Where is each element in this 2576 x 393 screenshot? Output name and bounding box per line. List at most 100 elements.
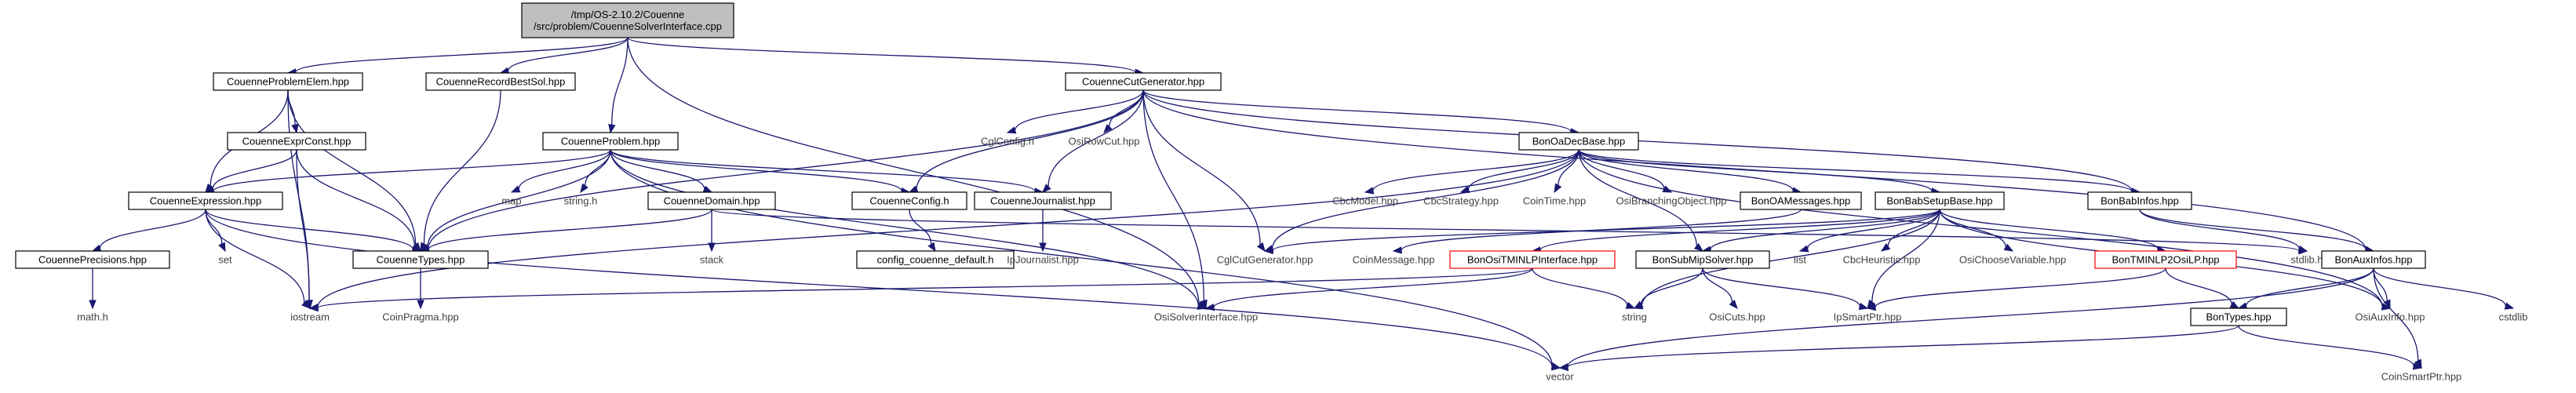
- node-cutgen[interactable]: CouenneCutGenerator.hpp: [1065, 72, 1222, 91]
- node-label-set: set: [218, 254, 232, 266]
- node-domain[interactable]: CouenneDomain.hpp: [647, 191, 776, 210]
- node-label-osibranching: OsiBranchingObject.hpp: [1616, 195, 1727, 207]
- node-exprconst[interactable]: CouenneExprConst.hpp: [227, 132, 366, 151]
- node-precisions[interactable]: CouennePrecisions.hpp: [15, 250, 170, 269]
- edge-expression-to-iostream: [205, 209, 311, 309]
- node-label-cointime: CoinTime.hpp: [1523, 195, 1586, 207]
- edge-cutgen-to-cglconfig: [1006, 89, 1144, 134]
- node-problem[interactable]: CouenneProblem.hpp: [542, 132, 679, 151]
- node-label-osirowcut: OsiRowCut.hpp: [1068, 136, 1139, 147]
- node-box-auxinfos: [2321, 250, 2426, 269]
- edge-submip-to-ipsmartptr: [1702, 267, 1869, 311]
- node-label-cbcmodel: CbcModel.hpp: [1332, 195, 1398, 207]
- node-osirowcut: OsiRowCut.hpp: [1068, 136, 1139, 147]
- edge-root-to-problem: [608, 37, 629, 134]
- node-submip[interactable]: BonSubMipSolver.hpp: [1635, 250, 1770, 269]
- node-label-root-2: /src/problem/CouenneSolverInterface.cpp: [534, 20, 722, 32]
- edge-auxinfos-to-coinsmartptr: [2373, 267, 2422, 369]
- node-box-babinfo: [2087, 191, 2192, 210]
- edge-cutgen-to-journalist: [1042, 89, 1144, 193]
- node-label-auxinfos: BonAuxInfos.hpp: [2334, 254, 2412, 266]
- edge-cutgen-to-oadecbase: [1142, 89, 1580, 136]
- node-box-root: [521, 2, 734, 38]
- edge-oadecbase-to-cbcmodel: [1364, 149, 1579, 195]
- node-oadecbase[interactable]: BonOaDecBase.hpp: [1518, 132, 1639, 151]
- node-osicuts: OsiCuts.hpp: [1709, 311, 1765, 323]
- edge-oadecbase-to-submip: [1578, 149, 1704, 252]
- edge-types-to-coinpragma: [417, 268, 424, 310]
- edge-problem-to-expression: [204, 149, 611, 195]
- edge-exprconst-to-types: [296, 149, 422, 252]
- edge-root-to-probelem: [286, 37, 629, 76]
- node-label-journalist: CouenneJournalist.hpp: [990, 195, 1095, 207]
- node-expression[interactable]: CouenneExpression.hpp: [128, 191, 283, 210]
- edge-oadecbase-to-cbcstrategy: [1459, 149, 1579, 193]
- edge-domain-to-types: [419, 209, 712, 254]
- node-config[interactable]: CouenneConfig.h: [851, 191, 967, 210]
- node-label-cstdlib: cstdlib: [2499, 311, 2528, 323]
- node-box-bontypes: [2190, 307, 2287, 326]
- node-stdlibh: stdlib.h: [2290, 254, 2323, 266]
- node-box-recbest: [425, 72, 576, 91]
- node-label-cbcheur: CbcHeuristic.hpp: [1843, 254, 1921, 266]
- node-journalist[interactable]: CouenneJournalist.hpp: [974, 191, 1112, 210]
- node-cbcmodel: CbcModel.hpp: [1332, 195, 1398, 207]
- node-label-configdef: config_couenne_default.h: [877, 254, 994, 266]
- node-box-probelem: [213, 72, 363, 91]
- edge-probelem-to-exprconst: [287, 89, 299, 134]
- node-types[interactable]: CouenneTypes.hpp: [352, 250, 489, 269]
- edge-ositminlp-to-string: [1532, 267, 1636, 309]
- edge-babsetup-to-list: [1798, 209, 1940, 253]
- edge-recbest-to-types: [420, 89, 501, 253]
- edge-cutgen-to-babinfo: [1142, 89, 2141, 195]
- edge-oadecbase-to-babinfo: [1578, 149, 2141, 195]
- node-label-probelem: CouenneProblemElem.hpp: [227, 76, 349, 88]
- node-root[interactable]: /tmp/OS-2.10.2/Couenne/src/problem/Couen…: [521, 2, 734, 38]
- node-box-problem: [542, 132, 679, 151]
- edge-babsetup-to-cglcutgen: [1263, 209, 1940, 255]
- node-babinfo[interactable]: BonBabInfos.hpp: [2087, 191, 2192, 210]
- node-ositminlp[interactable]: BonOsiTMINLPInterface.hpp: [1449, 250, 1616, 269]
- node-label-cutgen: CouenneCutGenerator.hpp: [1082, 76, 1204, 88]
- node-set: set: [218, 254, 232, 266]
- node-cbcheur: CbcHeuristic.hpp: [1843, 254, 1921, 266]
- node-label-map: map: [501, 195, 521, 207]
- node-probelem[interactable]: CouenneProblemElem.hpp: [213, 72, 363, 91]
- edge-problem-to-osisolver: [610, 149, 1208, 310]
- node-label-expression: CouenneExpression.hpp: [150, 195, 261, 207]
- node-box-cutgen: [1065, 72, 1222, 91]
- edge-cutgen-to-cglcutgen: [1142, 89, 1266, 253]
- edge-cutgen-to-osisolver: [1142, 89, 1208, 310]
- node-recbest[interactable]: CouenneRecordBestSol.hpp: [425, 72, 576, 91]
- edge-root-to-cutgen: [627, 37, 1145, 77]
- node-tminlp2osilp[interactable]: BonTMINLP2OsiLP.hpp: [2094, 250, 2237, 269]
- node-babsetup[interactable]: BonBabSetupBase.hpp: [1875, 191, 2005, 210]
- node-label-oamessages: BonOAMessages.hpp: [1751, 195, 1850, 207]
- node-box-domain: [647, 191, 776, 210]
- node-box-oamessages: [1740, 191, 1862, 210]
- edge-domain-to-stack: [708, 209, 716, 253]
- node-cointime: CoinTime.hpp: [1523, 195, 1586, 207]
- node-osibranching: OsiBranchingObject.hpp: [1616, 195, 1727, 207]
- node-auxinfos[interactable]: BonAuxInfos.hpp: [2321, 250, 2426, 269]
- node-label-bontypes: BonTypes.hpp: [2206, 311, 2271, 323]
- node-coinmessage: CoinMessage.hpp: [1353, 254, 1435, 266]
- edge-layer: [89, 37, 2515, 372]
- node-label-stdlibh: stdlib.h: [2290, 254, 2323, 266]
- node-ipsmartptr: IpSmartPtr.hpp: [1834, 311, 1902, 323]
- node-bontypes[interactable]: BonTypes.hpp: [2190, 307, 2287, 326]
- node-oamessages[interactable]: BonOAMessages.hpp: [1740, 191, 1862, 210]
- node-iostream: iostream: [290, 311, 330, 323]
- node-label-coinmessage: CoinMessage.hpp: [1353, 254, 1435, 266]
- node-label-babinfo: BonBabInfos.hpp: [2101, 195, 2179, 207]
- node-label-cglcutgen: CglCutGenerator.hpp: [1217, 254, 1314, 266]
- node-box-precisions: [15, 250, 170, 269]
- node-osichoose: OsiChooseVariable.hpp: [1959, 254, 2066, 266]
- node-label-mathh: math.h: [77, 311, 108, 323]
- edge-problem-to-map: [510, 149, 611, 193]
- node-box-submip: [1635, 250, 1770, 269]
- node-configdef[interactable]: config_couenne_default.h: [856, 250, 1015, 269]
- node-osisolver: OsiSolverInterface.hpp: [1154, 311, 1258, 323]
- node-label-coinsmartptr: CoinSmartPtr.hpp: [2381, 371, 2462, 383]
